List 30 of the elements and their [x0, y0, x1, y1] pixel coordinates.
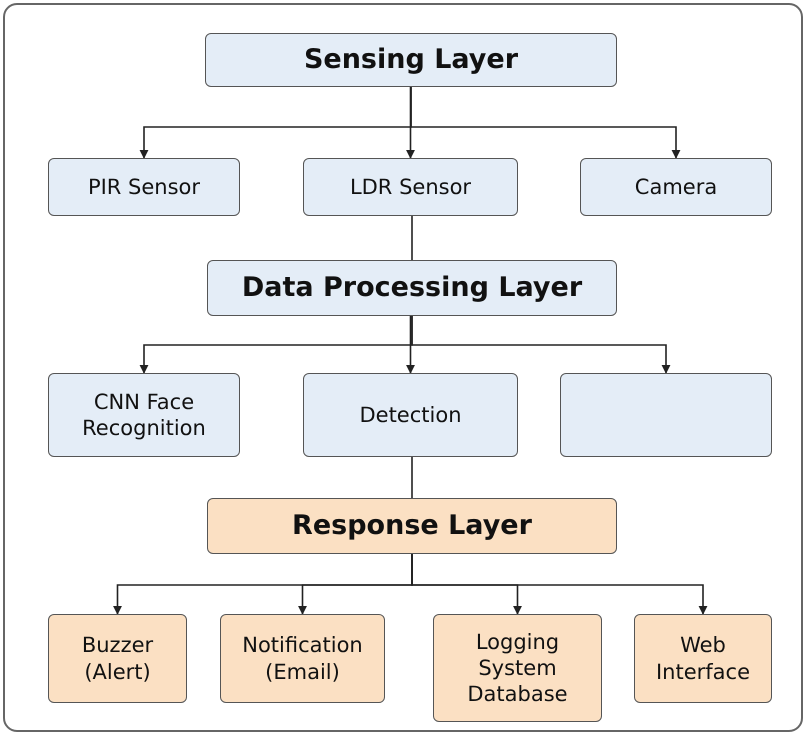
component-box: [580, 158, 772, 216]
connector-arrow: [411, 554, 708, 615]
layer-box: [207, 498, 617, 554]
component-box: [48, 373, 240, 457]
layer-box: [205, 33, 617, 87]
layer-title: Response Layer: [291, 509, 533, 543]
box-label: Notification (Email): [241, 632, 364, 685]
box-label: Logging System Database: [466, 628, 569, 708]
box-label: Web Interface: [654, 632, 752, 685]
box-label: Camera: [634, 174, 718, 200]
box-label: LDR Sensor: [348, 174, 472, 200]
component-box: [634, 614, 772, 703]
component-box: [303, 373, 518, 457]
box-label: PIR Sensor: [86, 174, 202, 200]
connector-arrow: [406, 316, 415, 374]
component-box: [48, 614, 187, 703]
component-box: [303, 158, 518, 216]
box-label: CNN Face Recognition: [81, 388, 207, 442]
connector-arrow: [406, 87, 415, 159]
layer-box: [207, 260, 617, 316]
layer-title: Data Processing Layer: [240, 271, 584, 305]
component-box: [48, 158, 240, 216]
box-label: Buzzer (Alert): [80, 632, 154, 685]
component-box: [433, 614, 602, 722]
layer-title: Sensing Layer: [302, 43, 520, 77]
connector-arrow: [410, 87, 680, 159]
box-label: Detection: [358, 402, 463, 428]
component-box: [560, 373, 772, 457]
connector-arrow: [411, 316, 670, 374]
component-box: [220, 614, 385, 703]
